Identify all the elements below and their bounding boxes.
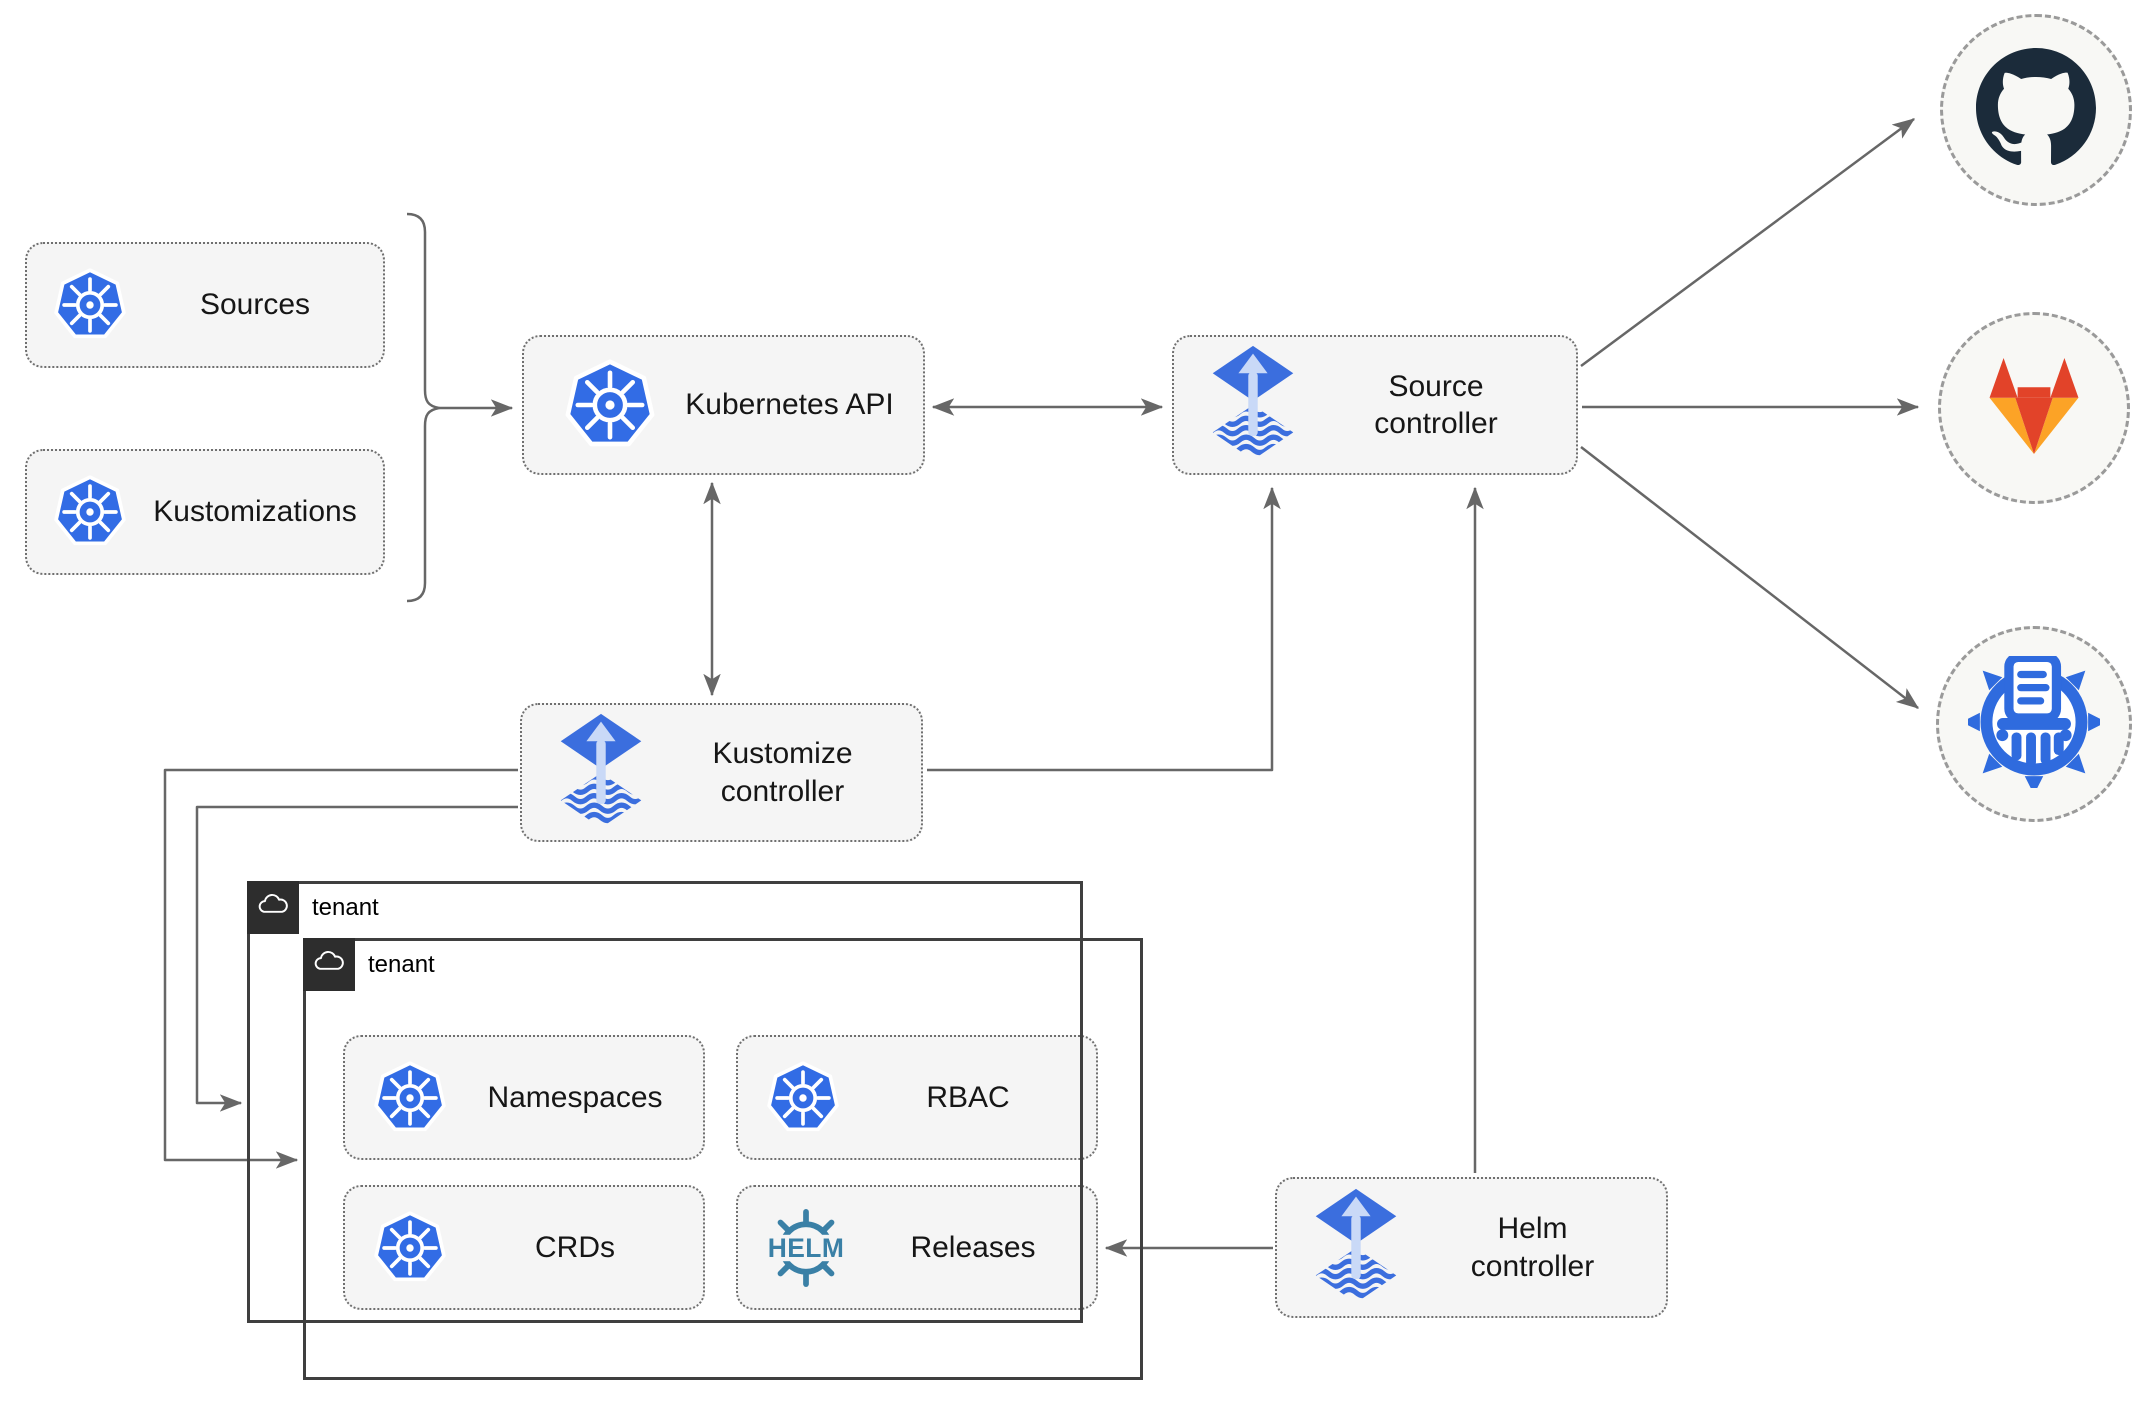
brace-sources-group [406, 212, 441, 603]
node-helm-controller-label: Helm controller [1470, 1212, 1595, 1283]
tenant-outer-label: tenant [312, 893, 379, 921]
flux-icon [558, 713, 644, 833]
node-kubernetes-api-label: Kubernetes API [685, 388, 894, 422]
node-namespaces-label: Namespaces [487, 1080, 663, 1114]
node-crds-label: CRDs [535, 1230, 615, 1264]
node-sources: Sources [25, 242, 385, 368]
node-helm-controller: Helm controller [1275, 1177, 1668, 1318]
tenant-outer-header [247, 881, 299, 934]
cloud-icon [312, 950, 346, 979]
node-kubernetes-api: Kubernetes API [522, 335, 925, 475]
flux-icon [1313, 1188, 1399, 1308]
tenant-inner-header [303, 938, 355, 991]
node-crds: CRDs [343, 1185, 705, 1310]
kubernetes-icon [373, 1211, 447, 1285]
node-releases: Releases [736, 1185, 1098, 1310]
cloud-icon [256, 893, 290, 922]
endpoint-github [1940, 14, 2132, 206]
kubernetes-icon [373, 1061, 447, 1135]
github-icon [1976, 48, 2096, 173]
arrow-source-controller-to-github [1580, 117, 1916, 368]
kubernetes-icon [53, 475, 127, 549]
node-sources-label: Sources [199, 288, 311, 322]
kubernetes-icon [766, 1061, 840, 1135]
node-rbac-label: RBAC [926, 1080, 1010, 1114]
node-kustomizations-label: Kustomizations [153, 495, 357, 529]
arrow-kustomize-to-source-controller [927, 486, 1281, 772]
chartmuseum-icon [1968, 656, 2100, 793]
node-source-controller-label: Source controller [1374, 369, 1498, 441]
node-kustomize-controller: Kustomize controller [520, 703, 923, 842]
node-releases-label: Releases [910, 1230, 1036, 1264]
endpoint-chartmuseum [1936, 626, 2132, 822]
kubernetes-icon [564, 359, 656, 451]
node-kustomize-controller-label: Kustomize controller [712, 737, 853, 808]
gitlab-icon [1975, 351, 2093, 466]
helm-wheel-icon [762, 1204, 850, 1292]
node-kustomizations: Kustomizations [25, 449, 385, 575]
arrow-kustomize-to-outer-tenant [195, 805, 518, 1112]
node-namespaces: Namespaces [343, 1035, 705, 1160]
node-source-controller: Source controller [1172, 335, 1578, 475]
tenant-inner-label: tenant [368, 950, 435, 978]
endpoint-gitlab [1938, 312, 2130, 504]
kubernetes-icon [53, 268, 127, 342]
node-rbac: RBAC [736, 1035, 1098, 1160]
flux-icon [1210, 345, 1296, 465]
arrow-kustomize-to-inner-tenant [163, 768, 518, 1169]
arrow-source-controller-to-chartmuseum [1580, 446, 1919, 709]
